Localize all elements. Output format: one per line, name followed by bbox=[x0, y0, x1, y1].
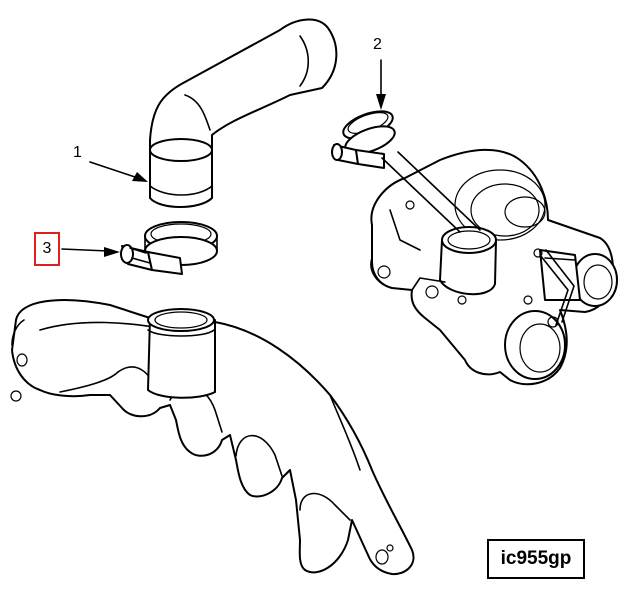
upper-hose-clamp bbox=[331, 110, 396, 169]
leader-lines bbox=[61, 59, 386, 257]
arrow-head-1 bbox=[132, 172, 148, 182]
lower-hose-clamp bbox=[120, 221, 218, 275]
exhaust-manifold bbox=[10, 299, 415, 576]
callout-3-label-highlighted[interactable]: 3 bbox=[34, 232, 60, 266]
turbocharger bbox=[370, 148, 618, 386]
callout-1-label: 1 bbox=[73, 144, 82, 161]
callout-2-label: 2 bbox=[373, 36, 382, 53]
elbow-hose bbox=[149, 18, 338, 208]
arrow-head-2 bbox=[376, 94, 386, 110]
figure-id-label: ic955gp bbox=[487, 539, 585, 579]
arrow-head-3 bbox=[104, 247, 120, 257]
